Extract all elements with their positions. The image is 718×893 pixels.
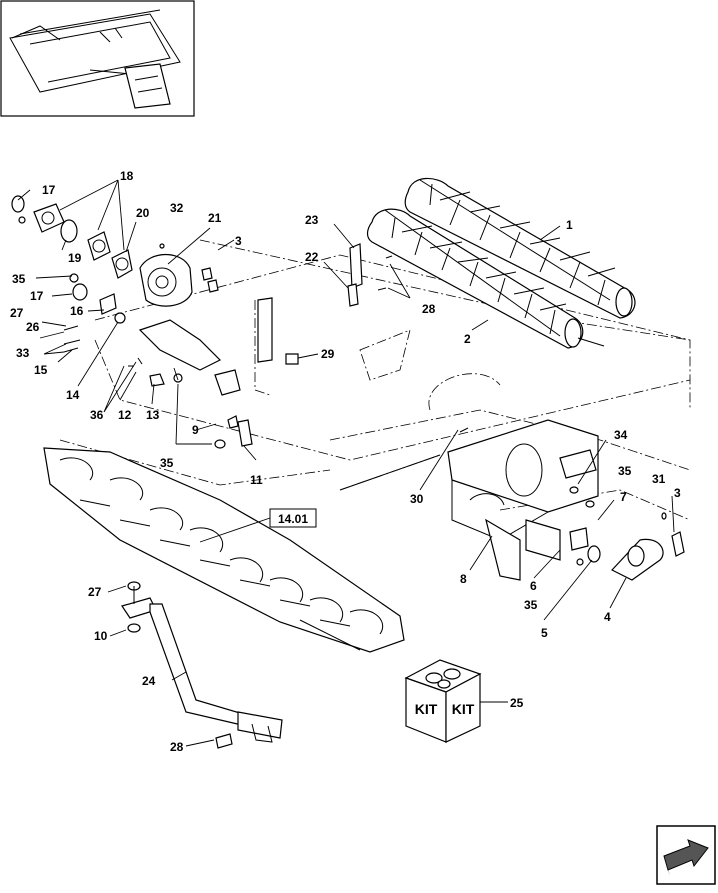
callout-13: 13 <box>146 408 160 422</box>
callout-33: 33 <box>16 346 30 360</box>
callout-16: 16 <box>70 304 84 318</box>
callout-15: 15 <box>34 363 48 377</box>
lower-roll <box>366 208 605 349</box>
kit-label-left: KIT <box>415 701 438 717</box>
callout-27-lower: 27 <box>88 585 102 599</box>
callout-17-top: 17 <box>42 183 56 197</box>
callout-19: 19 <box>68 251 82 265</box>
gearbox-housing <box>339 419 599 581</box>
callout-10: 10 <box>94 629 108 643</box>
reference-box[interactable]: 14.01 <box>199 508 317 543</box>
callout-18: 18 <box>120 169 134 183</box>
callout-34: 34 <box>614 428 628 442</box>
callout-3-right: 3 <box>674 486 681 500</box>
callouts: 1 2 3 3 4 5 6 7 8 9 10 11 12 13 14 15 16… <box>10 169 681 754</box>
kit-label-right: KIT <box>452 701 475 717</box>
callout-26: 26 <box>26 320 40 334</box>
callout-20: 20 <box>136 206 150 220</box>
callout-36: 36 <box>90 408 104 422</box>
callout-17-mid: 17 <box>30 289 44 303</box>
callout-11: 11 <box>250 473 263 487</box>
callout-30: 30 <box>410 492 424 506</box>
callout-5: 5 <box>541 626 548 640</box>
callout-35-center: 35 <box>160 456 174 470</box>
callout-1: 1 <box>566 218 573 232</box>
callout-31: 31 <box>652 472 666 486</box>
callout-28-lower: 28 <box>170 740 184 754</box>
next-page-arrow-icon[interactable] <box>656 825 716 885</box>
callout-35-lower: 35 <box>524 598 538 612</box>
callout-4: 4 <box>604 610 611 624</box>
callout-6: 6 <box>530 579 537 593</box>
callout-29: 29 <box>321 347 335 361</box>
callout-28-upper: 28 <box>422 302 436 316</box>
upper-roll <box>404 177 636 319</box>
callout-24: 24 <box>142 674 156 688</box>
support-arm <box>121 581 283 749</box>
leader-lines <box>17 179 675 747</box>
kit-box: KIT KIT <box>404 659 482 743</box>
callout-22: 22 <box>305 250 319 264</box>
locator-thumbnail <box>0 0 195 117</box>
callout-23: 23 <box>305 213 319 227</box>
bearing-cluster <box>11 195 393 449</box>
callout-27-left: 27 <box>10 306 24 320</box>
callout-32: 32 <box>170 201 184 215</box>
callout-21: 21 <box>208 211 222 225</box>
callout-8: 8 <box>460 572 467 586</box>
callout-14: 14 <box>66 388 80 402</box>
callout-3-upper: 3 <box>235 234 242 248</box>
drive-cover <box>576 512 685 581</box>
callout-7: 7 <box>620 490 627 504</box>
callout-35-left: 35 <box>12 272 26 286</box>
cutterbar <box>43 447 405 653</box>
callout-25: 25 <box>510 696 524 710</box>
callout-9: 9 <box>192 423 199 437</box>
callout-2: 2 <box>464 332 471 346</box>
callout-35-right: 35 <box>618 464 632 478</box>
reference-box-label: 14.01 <box>278 512 308 526</box>
callout-12: 12 <box>118 408 132 422</box>
